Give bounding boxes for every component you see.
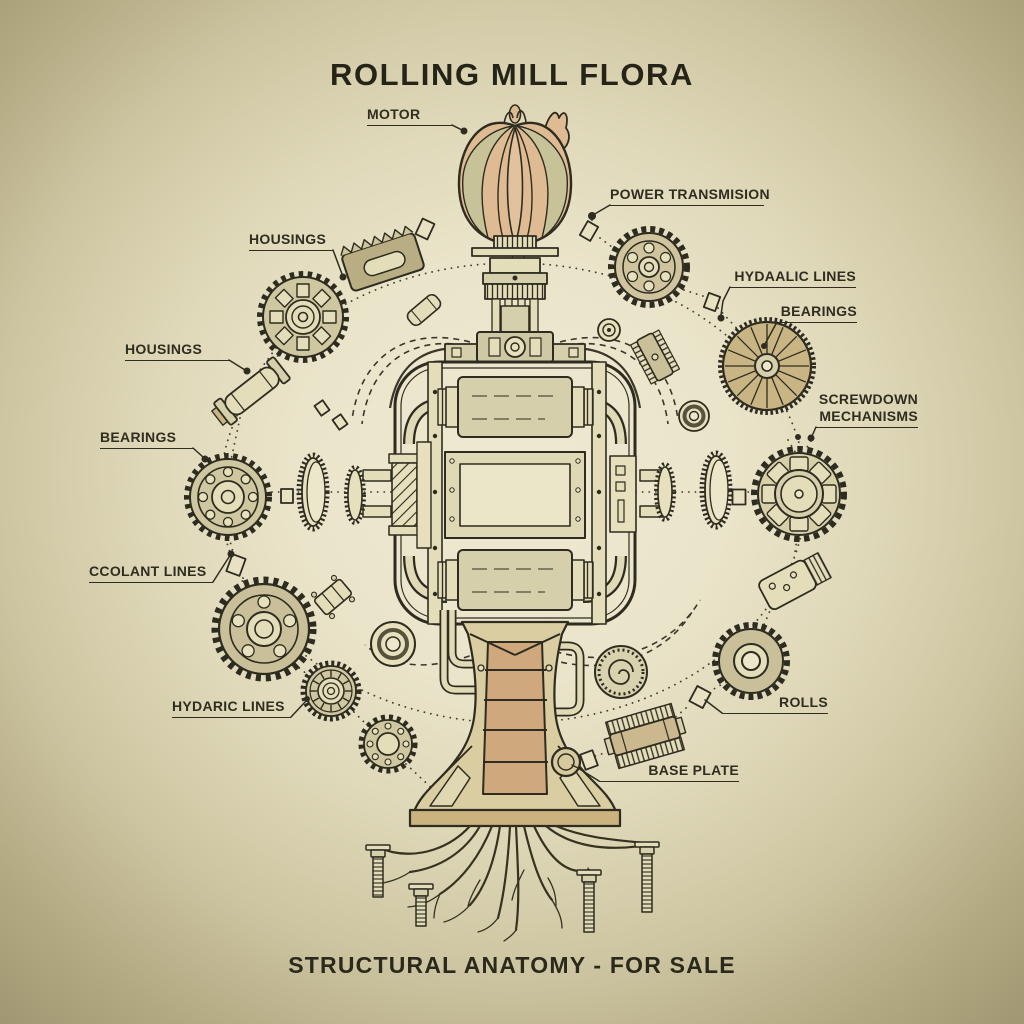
label-motor: MOTOR <box>367 106 452 126</box>
label-base-plate: BASE PLATE <box>599 762 739 782</box>
hose-curves <box>351 336 701 667</box>
hub-ring-gear-rolls <box>712 622 790 700</box>
anchor-bolts <box>365 841 660 933</box>
label-bearings-right: BEARINGS <box>777 303 857 323</box>
rasp-housing-block <box>340 225 425 292</box>
label-coolant-lines: CCOLANT LINES <box>89 563 213 583</box>
bearing-roller-gear <box>300 660 362 722</box>
base-plate <box>408 808 622 828</box>
small-cylinder-top <box>406 293 442 327</box>
label-screwdown-mechanisms: SCREWDOWN MECHANISMS <box>816 391 918 428</box>
bolt-hole-gear-left <box>184 453 272 541</box>
poster-caption: STRUCTURAL ANATOMY - FOR SALE <box>288 952 736 978</box>
ring-gear-upper-left <box>257 271 349 363</box>
roll-rack-assembly <box>603 702 687 770</box>
label-housings-upper-left: HOUSINGS <box>249 231 333 251</box>
ring-seals-left <box>296 452 366 532</box>
label-screwdown-line1: SCREWDOWN <box>818 391 918 407</box>
spoked-wheel-gear <box>718 317 816 415</box>
pedestal-trunk <box>412 610 618 814</box>
line-fitting-squares <box>225 217 747 771</box>
drive-gear-power <box>608 226 690 308</box>
screwdown-gear <box>751 446 847 542</box>
volute-part <box>594 645 648 699</box>
small-gear-bottom-left <box>358 714 418 774</box>
label-rolls: ROLLS <box>722 694 828 714</box>
poster-title: ROLLING MILL FLORA <box>329 56 695 92</box>
spindle-stack <box>444 247 586 363</box>
label-leader-lines <box>192 124 817 782</box>
ring-seals-right <box>654 450 733 530</box>
bearing-ring-lower-left <box>370 621 416 667</box>
finned-coupling <box>629 329 681 385</box>
coupling-cylinder-housing <box>211 356 291 426</box>
hub-gear-lower-left <box>211 576 317 682</box>
label-hydraulic-lines-right: HYDAALIC LINES <box>730 268 856 288</box>
label-bearings-left: BEARINGS <box>100 429 193 449</box>
work-rolls <box>437 376 594 611</box>
label-power-transmission: POWER TRANSMISION <box>610 186 770 206</box>
coupling-ladder <box>310 574 356 620</box>
bearing-rings-right <box>678 400 710 432</box>
motor-flower-bud <box>457 104 573 271</box>
label-screwdown-line2: MECHANISMS <box>819 408 918 424</box>
bolt-plate <box>758 552 832 610</box>
label-hydraulic-lines-left: HYDARIC LINES <box>172 698 291 718</box>
label-housings-left: HOUSINGS <box>125 341 229 361</box>
small-ring-top-right <box>597 318 621 342</box>
